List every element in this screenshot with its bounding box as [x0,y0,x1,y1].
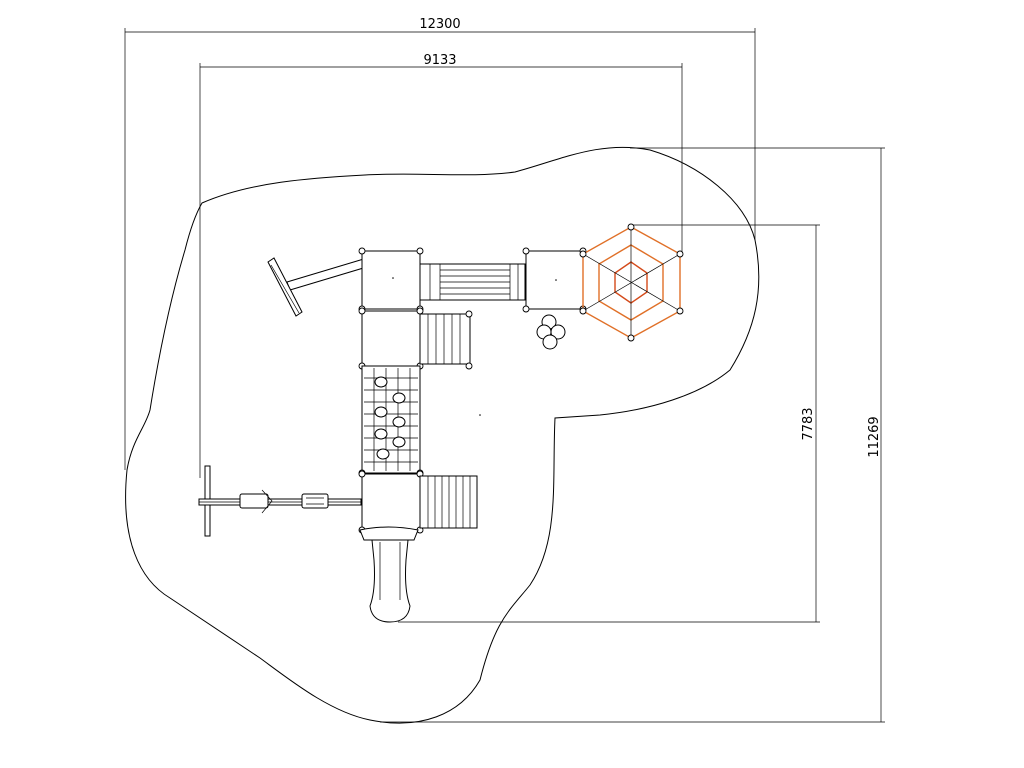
swing-seat [239,493,269,509]
deck-top-left [358,247,424,313]
dimension-overall-depth: 11269 [380,147,885,723]
dimension-overall-width: 12300 [124,17,756,470]
climbing-web [579,223,684,342]
swing-set [198,465,362,537]
swing-seat [301,493,329,509]
deck-middle-left [358,307,424,370]
safety-zone-boundary [125,146,760,724]
center-mark [555,279,557,281]
dimension-structure-width: 9133 [199,53,683,478]
climbing-wall [358,365,424,477]
dimension-overall-width-label: 12300 [419,17,460,32]
step-ladder [419,310,473,370]
center-mark [479,414,481,416]
spring-rocker [267,255,371,317]
deck-bottom-left [358,470,424,534]
center-mark [392,277,394,279]
plank-bridge [419,263,526,301]
dimension-overall-depth-label: 11269 [867,416,882,457]
dimension-structure-depth-label: 7783 [801,407,816,440]
stepping-stumps [536,314,566,350]
deck-top-right [522,247,587,313]
dimension-structure-width-label: 9133 [423,53,456,68]
stairs [419,475,478,529]
dimension-structure-depth: 7783 [398,224,820,623]
tube-slide [359,526,419,623]
